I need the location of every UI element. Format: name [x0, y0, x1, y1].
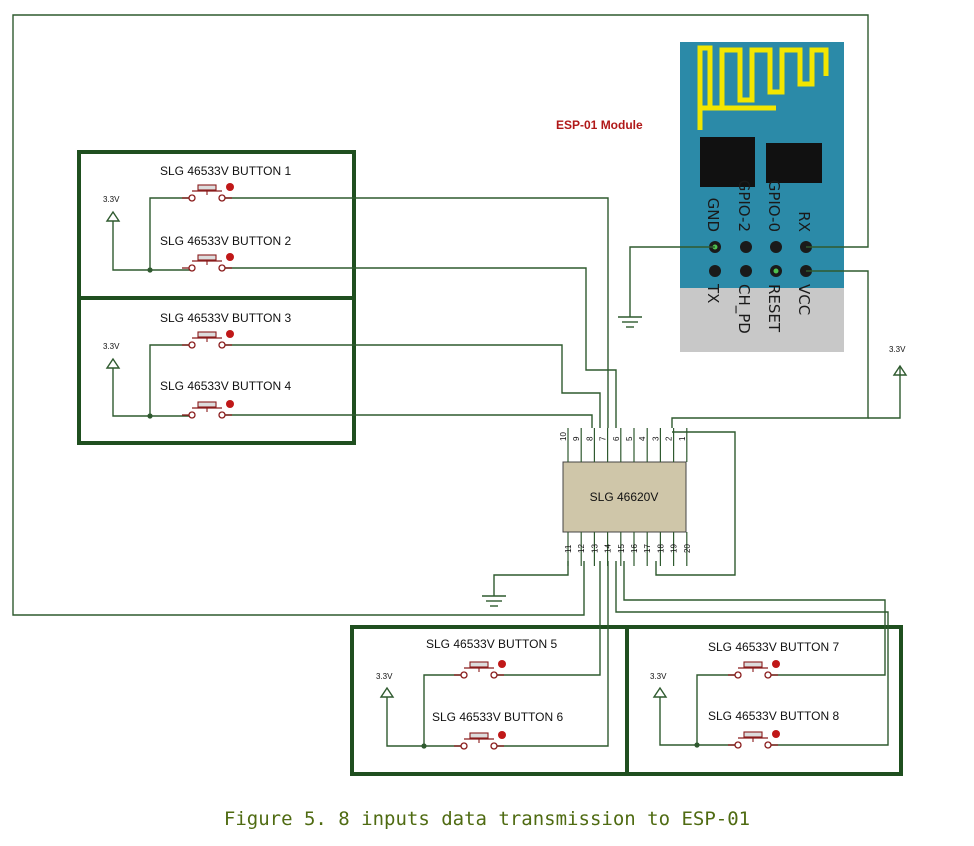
- esp01-label-gnd: GND: [704, 198, 722, 232]
- button-label-2: SLG 46533V BUTTON 2: [160, 234, 292, 248]
- wire-button6-chip: [496, 561, 609, 747]
- wire-button1-chip: [225, 197, 609, 428]
- button-label-3: SLG 46533V BUTTON 3: [160, 311, 292, 325]
- ground-symbol-esp: [618, 316, 642, 328]
- button-label-6: SLG 46533V BUTTON 6: [432, 710, 564, 724]
- esp01-module: GND GPIO-2 GPIO-0 RX TX CH_PD RESET VCC: [680, 42, 844, 352]
- chip-top-pin-label: 1: [678, 436, 687, 441]
- chip-bottom-pin-label: 13: [590, 544, 599, 553]
- esp01-title: ESP-01 Module: [556, 118, 643, 132]
- slg46620v-chip-body: [562, 461, 687, 533]
- push-button-6: SLG 46533V BUTTON 6: [432, 710, 564, 750]
- wire-button4-chip: [225, 414, 593, 428]
- push-button-3: SLG 46533V BUTTON 3: [160, 311, 292, 349]
- esp01-label-gpio2: GPIO-2: [735, 180, 753, 232]
- wire-esp-gnd: [629, 246, 715, 317]
- chip-bottom-pin-label: 18: [656, 544, 665, 553]
- chip-bottom-pin-label: 17: [643, 544, 652, 553]
- push-button-2: SLG 46533V BUTTON 2: [160, 234, 292, 272]
- junction-group2: [147, 413, 153, 419]
- push-button-5: SLG 46533V BUTTON 5: [426, 637, 558, 679]
- supply-symbol-group1: 3.3V: [103, 195, 121, 222]
- chip-bottom-pin-label: 19: [670, 544, 679, 553]
- circuit-schematic: GND GPIO-2 GPIO-0 RX TX CH_PD RESET VCC …: [12, 14, 908, 776]
- wire-supply-group4: [659, 674, 738, 746]
- wire-esp-rx: [12, 14, 869, 616]
- button-label-7: SLG 46533V BUTTON 7: [708, 640, 840, 654]
- push-button-1: SLG 46533V BUTTON 1: [160, 164, 292, 202]
- supply-label-group3: 3.3V: [376, 672, 393, 681]
- wire-chip-gnd: [493, 561, 569, 596]
- wire-supply-group3: [386, 674, 464, 747]
- esp01-chip-right: [766, 143, 822, 183]
- chip-top-pin-label: 9: [572, 436, 581, 441]
- supply-symbol-group3: 3.3V: [376, 672, 395, 698]
- chip-top-pin-label: 4: [638, 436, 647, 441]
- chip-bottom-pin-label: 15: [617, 544, 626, 553]
- push-button-7: SLG 46533V BUTTON 7: [708, 640, 840, 679]
- esp01-pin-gpio0: [770, 241, 782, 253]
- esp01-label-chpd: CH_PD: [734, 284, 753, 334]
- esp01-pin-led-2: [773, 268, 779, 274]
- figure-caption: Figure 5. 8 inputs data transmission to …: [223, 808, 751, 830]
- esp01-label-reset: RESET: [765, 284, 783, 333]
- wire-chip-pin19-return: [655, 431, 736, 576]
- chip-top-pin-label: 10: [559, 432, 568, 441]
- junction-group4: [694, 742, 700, 748]
- junction-group3: [421, 743, 427, 749]
- chip-bottom-pin-label: 11: [564, 544, 573, 553]
- button-label-4: SLG 46533V BUTTON 4: [160, 379, 292, 393]
- wire-supply-group1: [112, 197, 192, 271]
- button-label-8: SLG 46533V BUTTON 8: [708, 709, 840, 723]
- chip-bottom-pin-label: 12: [577, 544, 586, 553]
- supply-symbol-group2: 3.3V: [103, 342, 121, 369]
- button-group-box-7-8: [625, 625, 903, 776]
- wire-button2-chip: [225, 267, 617, 428]
- wire-button5-chip: [496, 561, 601, 676]
- esp01-label-rx: RX: [795, 211, 813, 232]
- button-group-box-3-4: [77, 296, 356, 445]
- esp01-label-gpio0: GPIO-0: [765, 180, 783, 232]
- chip-bottom-pin-label: 20: [683, 544, 692, 553]
- wire-button8-chip: [615, 561, 889, 746]
- wire-esp-3v3-vcc: [868, 366, 901, 419]
- supply-label-group1: 3.3V: [103, 195, 120, 204]
- chip-top-pin-label: 5: [625, 436, 634, 441]
- esp01-header-area: [680, 288, 844, 352]
- ground-symbol-chip: [482, 595, 506, 607]
- wire-supply-group2: [112, 344, 192, 417]
- chip-top-pin-label: 8: [585, 436, 594, 441]
- chip-top-pin-label: 3: [651, 436, 660, 441]
- supply-label-esp: 3.3V: [889, 345, 906, 354]
- push-button-8: SLG 46533V BUTTON 8: [708, 709, 840, 749]
- supply-symbol-group4: 3.3V: [650, 672, 668, 698]
- supply-label-group2: 3.3V: [103, 342, 120, 351]
- supply-label-group4: 3.3V: [650, 672, 667, 681]
- button-label-5: SLG 46533V BUTTON 5: [426, 637, 558, 651]
- chip-top-pin-label: 7: [599, 436, 608, 441]
- esp01-pin-chpd: [740, 265, 752, 277]
- junction-group1: [147, 267, 153, 273]
- push-buttons: SLG 46533V BUTTON 1 SLG 46533V BUTTON 2 SL…: [160, 164, 840, 750]
- wire-button3-chip: [225, 344, 601, 428]
- esp01-pin-gpio2: [740, 241, 752, 253]
- esp01-chip-left: [700, 137, 755, 187]
- esp01-pin-tx: [709, 265, 721, 277]
- wire-button7-chip: [623, 561, 886, 676]
- chip-bottom-pin-label: 14: [604, 544, 613, 553]
- slg46620v-chip-label: SLG 46620V: [590, 490, 659, 504]
- esp01-label-vcc: VCC: [795, 284, 813, 315]
- chip-top-pin-label: 6: [612, 436, 621, 441]
- supply-symbol-esp: 3.3V: [889, 345, 908, 376]
- push-button-4: SLG 46533V BUTTON 4: [160, 379, 292, 419]
- chip-top-pin-label: 2: [665, 436, 674, 441]
- esp01-label-tx: TX: [704, 283, 722, 303]
- button-label-1: SLG 46533V BUTTON 1: [160, 164, 292, 178]
- chip-bottom-pin-label: 16: [630, 544, 639, 553]
